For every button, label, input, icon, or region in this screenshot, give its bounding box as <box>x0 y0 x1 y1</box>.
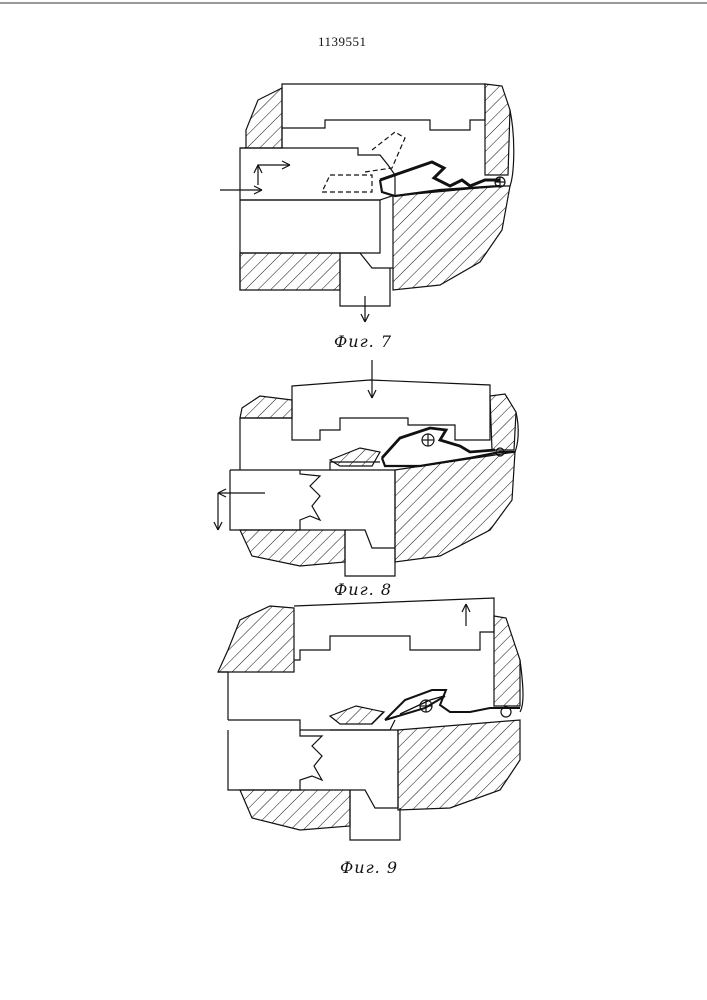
figure-8 <box>214 360 518 576</box>
figure-9-caption: Фиг. 9 <box>340 858 398 877</box>
figure-8-caption: Фиг. 8 <box>334 580 392 599</box>
figure-7 <box>220 84 514 322</box>
figure-7-caption: Фиг. 7 <box>334 332 392 351</box>
figure-9 <box>218 598 523 840</box>
